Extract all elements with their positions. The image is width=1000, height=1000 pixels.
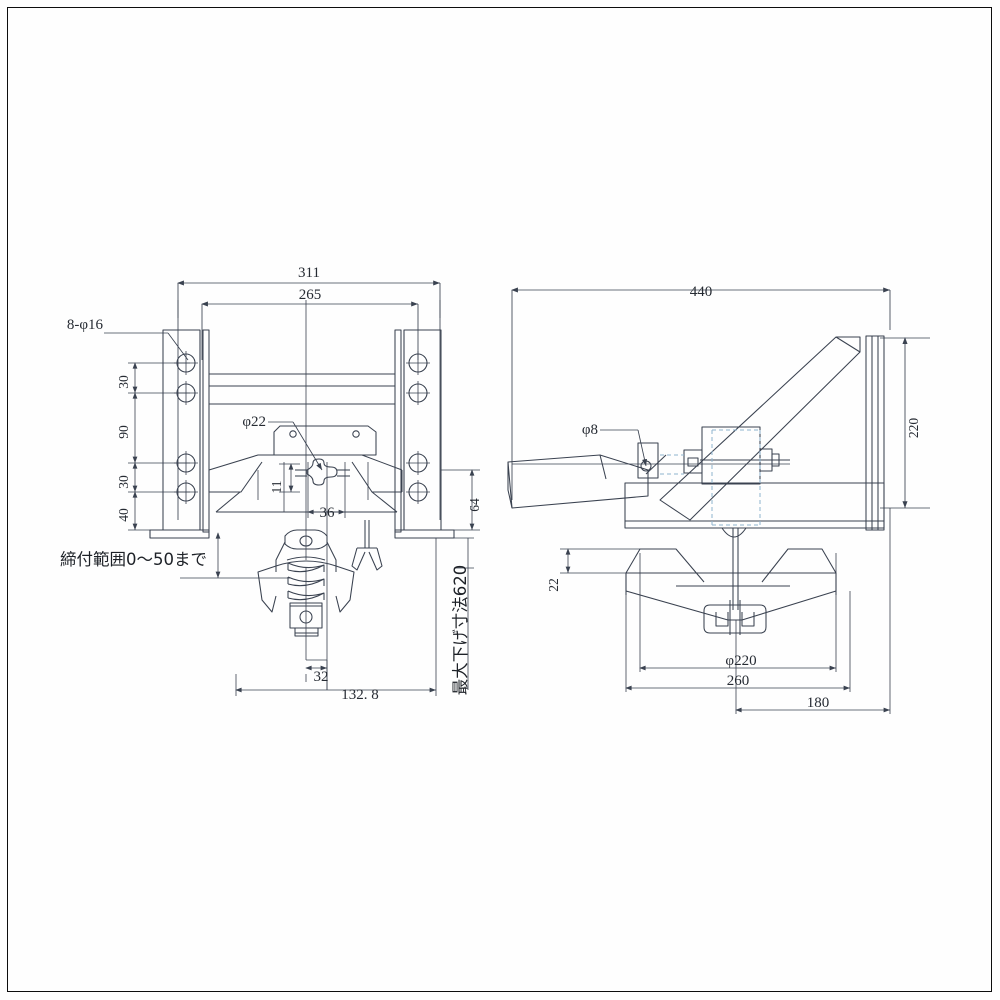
dim-label-265: 265 — [299, 287, 322, 303]
front-right-upright — [394, 329, 455, 539]
note-clamp-range: 締付範囲0～50まで — [60, 550, 207, 569]
front-inner-dims — [257, 462, 369, 518]
dim-label-180: 180 — [807, 695, 830, 711]
dim-label-260: 260 — [727, 673, 750, 689]
dim-label-22: 22 — [546, 578, 561, 592]
dim-label-phi22: φ22 — [242, 414, 266, 430]
pin-slot-detail — [295, 458, 350, 486]
front-bottom-dims — [235, 538, 437, 696]
side-dim-phi220 — [639, 553, 837, 672]
dim-label-440: 440 — [690, 284, 713, 300]
dim-label-phi8: φ8 — [582, 422, 598, 438]
front-dimension-265 — [201, 301, 419, 360]
side-dimension-440 — [511, 287, 891, 500]
dim-label-hole-callout: 8-φ16 — [67, 317, 104, 333]
front-top-cap-plate — [273, 425, 377, 456]
phi22-leader — [268, 421, 323, 471]
side-base-beam — [624, 482, 885, 529]
dim-label-30-bottom: 30 — [116, 475, 131, 489]
spring-clamp-assembly — [257, 529, 355, 637]
dim-label-311: 311 — [298, 265, 320, 281]
front-dimension-311 — [177, 280, 441, 520]
side-rear-plate — [865, 335, 885, 531]
dim-label-90: 90 — [116, 425, 131, 439]
bolt-hole — [405, 450, 431, 476]
dim-label-36: 36 — [320, 505, 336, 521]
dimension-text-layer: 311 265 8-φ16 30 90 30 40 φ22 11 36 64 3… — [60, 265, 921, 711]
bolt-hole — [405, 350, 431, 376]
front-trapezoid-body — [208, 454, 403, 513]
note-max-drop: 最大下げ寸法620 — [451, 565, 470, 696]
front-left-upright — [149, 329, 210, 539]
bolt-hole — [405, 479, 431, 505]
dim-label-40: 40 — [116, 508, 131, 522]
side-dim-180 — [735, 508, 891, 714]
dim-label-11: 11 — [269, 481, 284, 494]
bolt-hole — [405, 380, 431, 406]
front-dim-64 — [441, 469, 480, 531]
front-cross-member — [209, 373, 395, 405]
hidden-lines — [660, 429, 761, 526]
fork-detail — [351, 520, 383, 571]
side-dimension-220 — [880, 337, 930, 509]
side-stem-and-disc — [625, 527, 837, 635]
dim-label-132-8: 132. 8 — [341, 687, 379, 703]
phi8-leader — [600, 429, 648, 467]
clamp-range-dim — [180, 532, 290, 579]
side-inclined-arm — [645, 336, 861, 521]
dim-label-64: 64 — [467, 498, 482, 512]
sheet-border — [7, 7, 992, 992]
front-vertical-dim-stack — [128, 362, 190, 531]
dim-label-30-top: 30 — [116, 375, 131, 389]
side-dim-260 — [625, 591, 851, 692]
front-center-line — [305, 300, 328, 690]
hole-callout-leader — [104, 332, 189, 361]
max-drop-dim — [454, 537, 474, 690]
side-left-pad — [507, 454, 649, 509]
dim-label-32: 32 — [314, 669, 329, 685]
dim-label-phi220: φ220 — [725, 653, 756, 669]
side-pivot-block — [683, 426, 790, 485]
drawing-geometry — [104, 280, 930, 714]
dim-label-220: 220 — [906, 418, 921, 439]
side-dim-22 — [560, 548, 640, 574]
